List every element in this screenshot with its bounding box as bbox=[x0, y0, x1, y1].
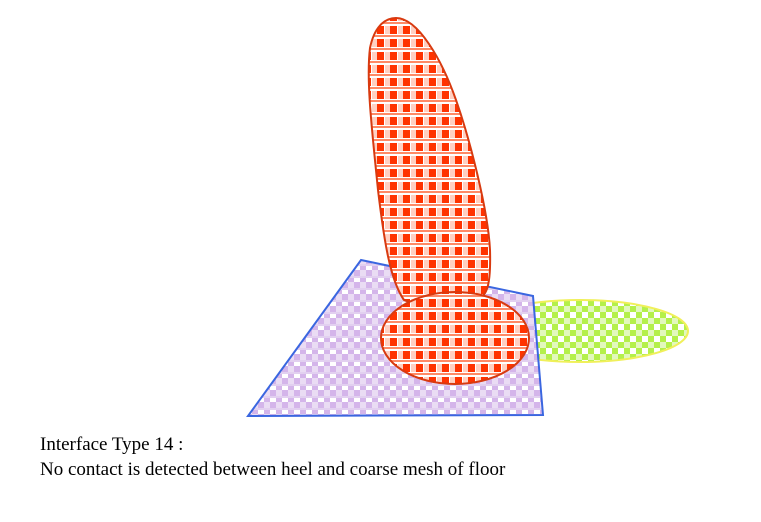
caption-title: Interface Type 14 : bbox=[40, 434, 184, 455]
caption: Interface Type 14 : No contact is detect… bbox=[40, 432, 505, 482]
caption-description: No contact is detected between heel and … bbox=[40, 459, 506, 480]
heel-shape bbox=[367, 16, 492, 305]
heel-base-ellipse bbox=[380, 291, 530, 385]
